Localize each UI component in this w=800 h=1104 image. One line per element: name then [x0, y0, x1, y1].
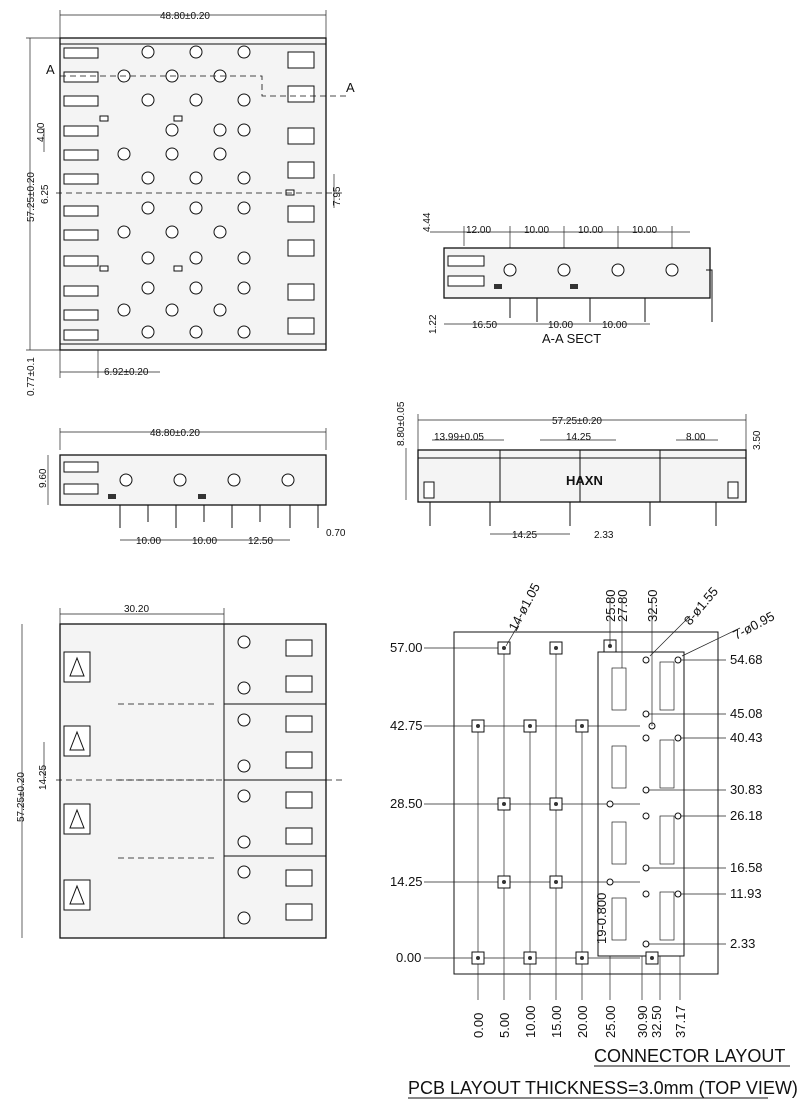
pcb-bottom-label-25: 25.00	[603, 1005, 618, 1038]
pcb-top-label-32-50: 32.50	[645, 589, 660, 622]
section-height-top-dim: 4.44	[422, 212, 433, 232]
top-view-left-small-dim: 0.77±0.1	[26, 357, 37, 396]
section-top-dim-2: 10.00	[524, 225, 549, 236]
pcb-left-label-42-75: 42.75	[390, 718, 423, 733]
bottom-view-slots	[285, 639, 313, 921]
side-view-bottom-dim-1: 14.25	[512, 530, 537, 541]
front-view-bottom-dim-3: 12.50	[248, 536, 273, 547]
side-view-top-dim-3: 8.00	[686, 432, 706, 443]
top-view-pitch-6-25-dim: 6.25	[40, 184, 51, 204]
pcb-bottom-label-10: 10.00	[523, 1005, 538, 1038]
section-title: A-A SECT	[542, 331, 601, 346]
brand-logo: HAXN	[566, 473, 603, 488]
section-height-bottom-dim: 1.22	[428, 314, 439, 334]
bottom-view-height-dim: 57.25±0.20	[16, 772, 27, 822]
top-view-right-dim: 7.95	[332, 186, 343, 206]
pcb-right-label-4: 30.83	[730, 782, 763, 797]
side-view-top-dim-1: 13.99±0.05	[434, 432, 484, 443]
top-view-pitch-4-dim: 4.00	[36, 122, 47, 142]
pcb-right-label-1: 54.68	[730, 652, 763, 667]
section-bottom-dim-1: 16.50	[472, 320, 497, 331]
section-bottom-dim-2: 10.00	[548, 320, 573, 331]
pcb-right-label-5: 26.18	[730, 808, 763, 823]
pcb-right-label-8: 2.33	[730, 936, 755, 951]
section-top-dim-3: 10.00	[578, 225, 603, 236]
front-view-bottom-dim-2: 10.00	[192, 536, 217, 547]
connector-layout-title: CONNECTOR LAYOUT	[594, 1046, 785, 1066]
pcb-right-label-7: 11.93	[730, 886, 762, 901]
pcb-layout: 57.00 42.75 28.50 14.25 0.00 54.68 45.08…	[390, 580, 798, 1099]
side-view-right-dim: 3.50	[752, 430, 763, 450]
pcb-left-label-0: 0.00	[396, 950, 421, 965]
top-view-height-dim: 57.25±0.20	[26, 172, 37, 222]
pcb-right-label-2: 45.08	[730, 706, 763, 721]
side-view-bottom-dim-2: 2.33	[594, 530, 614, 541]
pcb-bottom-label-5: 5.00	[497, 1013, 512, 1038]
section-mark-left: A	[46, 62, 55, 77]
bottom-view: 30.20	[16, 604, 346, 939]
top-view-right-slots	[287, 51, 315, 335]
top-view: 48.80±0.20	[26, 10, 355, 396]
pcb-top-label-27-80: 27.80	[615, 589, 630, 622]
side-view-height-dim: 8.80±0.05	[396, 401, 407, 446]
pcb-bottom-label-0: 0.00	[471, 1013, 486, 1038]
front-view-height-dim: 9.60	[38, 468, 49, 488]
front-view-pin-dim: 0.70	[326, 528, 346, 539]
bottom-view-pitch-dim: 14.25	[38, 765, 49, 790]
side-view-top-dim-2: 14.25	[566, 432, 591, 443]
top-view-bottom-dim: 6.92±0.20	[104, 367, 149, 378]
pcb-small-holes	[606, 656, 682, 948]
pcb-callout-holes-2: 8-ø1.55	[681, 584, 721, 628]
pcb-mounting-holes	[471, 639, 659, 965]
side-view: 57.25±0.20 13.99±0.05 14.25 8.00 8.80±0.…	[396, 401, 763, 541]
section-top-dim-4: 10.00	[632, 225, 657, 236]
section-mark-right: A	[346, 80, 355, 95]
section-view: 12.00 10.00 10.00 10.00 4.44 16.50 10.00…	[422, 212, 713, 346]
side-view-width-dim: 57.25±0.20	[552, 416, 602, 427]
front-view: 48.80±0.20 10.00 10.00 12.50 0.70 9.60	[38, 428, 346, 547]
section-bottom-dim-3: 10.00	[602, 320, 627, 331]
pcb-bottom-label-37-17: 37.17	[673, 1005, 688, 1038]
pcb-bottom-label-20: 20.00	[575, 1005, 590, 1038]
front-view-bottom-dim-1: 10.00	[136, 536, 161, 547]
pcb-callout-holes-3: 7-ø0.95	[730, 608, 777, 642]
pcb-callout-pads: 19-0.800	[594, 893, 609, 944]
top-view-width-dim: 48.80±0.20	[160, 11, 210, 22]
pcb-bottom-label-32-50: 32.50	[649, 1005, 664, 1038]
pcb-connector-footprints	[611, 661, 675, 941]
top-view-left-slots	[63, 47, 99, 341]
top-view-holes	[117, 45, 251, 339]
pcb-top-label-25-80: 25.80	[603, 589, 618, 622]
pcb-layout-caption: PCB LAYOUT THICKNESS=3.0mm (TOP VIEW)	[408, 1078, 798, 1098]
pcb-left-label-57: 57.00	[390, 640, 423, 655]
pcb-right-label-6: 16.58	[730, 860, 763, 875]
section-top-dim-1: 12.00	[466, 225, 491, 236]
pcb-callout-holes-1: 14-ø1.05	[505, 580, 543, 633]
pcb-left-label-28-5: 28.50	[390, 796, 423, 811]
pcb-left-label-14-25: 14.25	[390, 874, 423, 889]
pcb-right-label-3: 40.43	[730, 730, 763, 745]
pcb-bottom-label-15: 15.00	[549, 1005, 564, 1038]
pcb-bottom-label-30-90: 30.90	[635, 1005, 650, 1038]
bottom-view-holes	[237, 635, 251, 925]
bottom-view-latches	[63, 651, 91, 911]
bottom-view-width-dim: 30.20	[124, 604, 149, 615]
front-view-width-dim: 48.80±0.20	[150, 428, 200, 439]
